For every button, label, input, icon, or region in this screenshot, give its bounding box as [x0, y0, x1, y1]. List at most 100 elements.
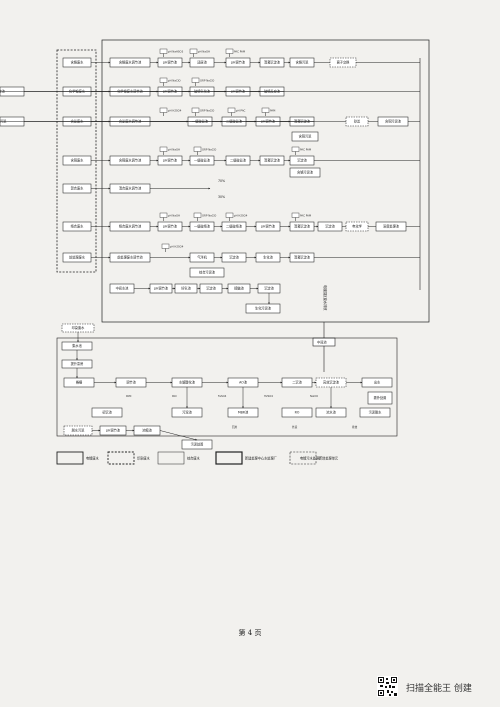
- chromium-step-4-label: 含铬污泥: [296, 60, 310, 65]
- copper-step-0-label: pH调节池: [163, 158, 178, 163]
- chromium-step-3-label: 混凝沉淀池: [264, 60, 281, 65]
- nickel-tank-label: 化学镍废水调节池: [117, 89, 143, 94]
- integrated-step-3-label: 接触池: [234, 286, 244, 291]
- sludge-3-label: 污泥处置: [191, 442, 204, 447]
- ratio-70: 70%: [218, 179, 225, 183]
- dosing-chemical: ORP NaClO: [202, 147, 216, 151]
- dosing-box: [191, 107, 200, 113]
- dosing-chemical: PAC PAM: [300, 213, 311, 217]
- nickel-step-2-label: pH调节池: [231, 89, 246, 94]
- mixed-tank-label: 混合废水调节池: [119, 186, 142, 191]
- dosing-chemical: PAC PAM: [300, 147, 311, 151]
- pretreatment-step-2-label: 生化池: [263, 255, 273, 260]
- copper-step-1-label: 一级破氰池: [194, 158, 211, 163]
- lower-frame: [56, 337, 398, 437]
- dosing-box: [159, 48, 168, 54]
- dosing-box: [189, 48, 198, 54]
- dosing-chemical: pH H2SO4: [170, 244, 184, 248]
- legend-swatch: [56, 451, 84, 465]
- dosing-box: [193, 146, 202, 152]
- chromium-tank-label: 含铬废水调节池: [119, 60, 142, 65]
- lift-label: 提升泵房: [71, 361, 84, 366]
- dosing-chemical: pH NaOH: [168, 147, 180, 151]
- cu-sludge-tank-label: 含铜污泥池: [385, 119, 402, 124]
- complex-step-5-label: 沉淀池: [325, 224, 335, 229]
- pretreatment-step-3-label: 混凝沉淀池: [294, 255, 311, 260]
- legend-swatch: [157, 451, 185, 465]
- lower-main-6-label: 出水: [374, 380, 381, 385]
- complex-step-1-label: 一级破络池: [194, 224, 211, 229]
- scanner-watermark: 扫描全能王 创建: [406, 684, 472, 694]
- lower-main-0-label: 格栅: [76, 380, 83, 385]
- comp-sludge-box: [189, 267, 225, 278]
- legend-label: 印染废水: [137, 456, 151, 461]
- legend-swatch: [215, 451, 243, 465]
- page-number: 第 4 页: [238, 629, 262, 637]
- dosing-chemical: pH H2SO4: [168, 108, 182, 112]
- dosing-box: [159, 77, 168, 83]
- legend-swatch: [289, 451, 317, 465]
- legend-label: 电镀废水: [86, 456, 100, 461]
- integrated-step-2-label: 沉淀池: [206, 286, 216, 291]
- lower-main-2-label: 水解酸化池: [179, 380, 196, 385]
- lower-side-1-label: 污泥池: [182, 410, 192, 415]
- nickel-step-0-label: pH调节池: [163, 89, 178, 94]
- cr-sludge-tank-box: [289, 167, 321, 178]
- dosing-chemical: ORP NaClO: [202, 213, 216, 217]
- bio-sludge-label: 生化污泥池: [255, 306, 272, 311]
- dosing-chemical: pH NaOH: [198, 49, 210, 53]
- copper-step-2-label: 二级破氰池: [230, 158, 247, 163]
- nickel-step-1-label: 破络氧化池: [194, 89, 211, 94]
- lower-side-0-box: [91, 407, 123, 418]
- lower-chemical: NaClO: [310, 394, 318, 398]
- legend-label: 综合废水: [187, 456, 201, 461]
- chromium-step-0-label: pH调节池: [163, 60, 178, 65]
- lower-main-1-label: 调节池: [126, 380, 136, 385]
- lower-main-3-label: AO池: [239, 380, 248, 385]
- dosing-chemical: ORP NaClO: [200, 78, 214, 82]
- lower-side-0-label: 初沉池: [102, 410, 112, 415]
- cyanide-tank-label: 含氰废水调节池: [119, 119, 142, 124]
- integrated-step-4-label: 沉淀池: [264, 286, 274, 291]
- collect-label: 集水池: [72, 343, 82, 348]
- lower-source-label: 印染废水: [72, 325, 86, 330]
- disposal-label: 委外处置: [374, 395, 387, 400]
- pretreatment-step-0-label: 气浮机: [197, 255, 207, 260]
- cyanide-step-3-label: 混凝沉淀池: [294, 119, 311, 124]
- source-6-label: 前处理废水: [69, 255, 86, 260]
- copper-step-4-label: 沉淀池: [297, 158, 307, 163]
- nickel-step-3-label: 破络反应池: [264, 89, 281, 94]
- complex-step-0-label: pH调节池: [163, 224, 178, 229]
- sludge-1-label: pH调节池: [106, 428, 121, 433]
- ratio-30: 30%: [218, 195, 225, 199]
- cyanide-step-1-label: 二级破氰池: [226, 119, 243, 124]
- lower-side-2-label: MBR池: [238, 410, 249, 415]
- dosing-chemical: ORP NaClO: [200, 108, 214, 112]
- source-2-label: 含氰废水: [71, 119, 85, 124]
- legend-extra: 电镀污水处理厂: [300, 456, 322, 461]
- dosing-box: [159, 146, 168, 152]
- source-1-label: 化学镍废水: [69, 89, 86, 94]
- qr-code-icon: [377, 676, 398, 697]
- lower-side-3-label: RO: [295, 411, 300, 415]
- ion-exchange-label: 离子交换: [337, 60, 351, 65]
- legend-label: 新建处理中心水处理厂: [245, 456, 277, 461]
- bio-sludge-box: [245, 303, 281, 314]
- electrochem-box: [345, 221, 369, 232]
- legend-swatch: [107, 451, 135, 465]
- sand-filter-box: [345, 116, 369, 127]
- dosing-chemical: PAM: [270, 108, 275, 112]
- electrochem-label: 电化学: [352, 224, 362, 229]
- dosing-box: [225, 48, 234, 54]
- nickel-step-4-label: 沉淀池: [0, 89, 6, 94]
- dosing-box: [159, 107, 168, 113]
- disposal-box: [367, 391, 393, 405]
- lower-side-5-label: 污泥脱水: [369, 410, 383, 415]
- flow-line: [159, 430, 198, 441]
- cu-sludge-label: 含铜污泥: [299, 134, 313, 139]
- dosing-box: [225, 212, 234, 218]
- legend-label: 新增处理单元: [319, 456, 339, 461]
- lower-side-5-box: [359, 407, 391, 418]
